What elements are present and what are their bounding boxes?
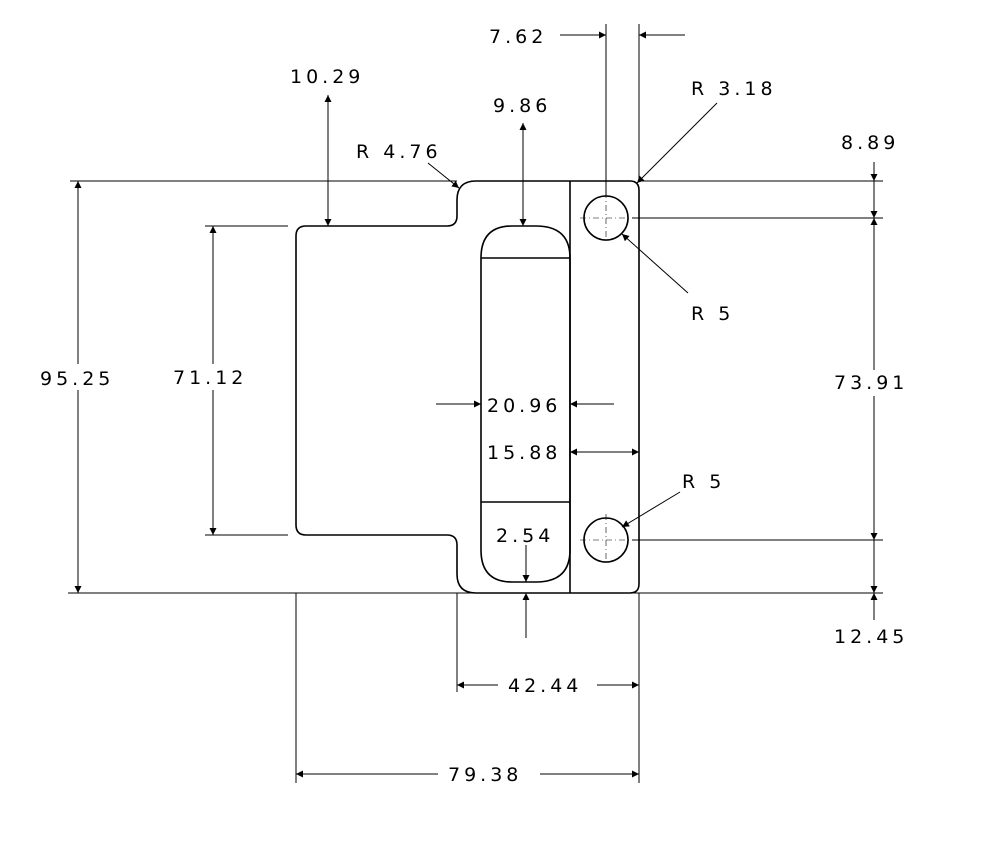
dim-79-38: 79.38 (448, 764, 522, 786)
dim-71-12: 71.12 (173, 367, 247, 389)
dim-9-86: 9.86 (493, 95, 551, 117)
part-outline (295, 180, 640, 594)
dim-12-45: 12.45 (834, 626, 908, 648)
dim-95-25: 95.25 (40, 368, 114, 390)
dimension-lines (74, 31, 878, 778)
hole-centerlines (580, 192, 632, 566)
outer-profile (295, 180, 640, 594)
dim-73-91: 73.91 (834, 372, 908, 394)
slot-outline (480, 225, 571, 583)
dimension-labels: 7.62 10.29 9.86 R 3.18 R 4.76 8.89 R 5 9… (40, 26, 914, 786)
dim-8-89: 8.89 (841, 132, 899, 154)
dim-r-4-76: R 4.76 (356, 141, 442, 163)
extension-lines (68, 24, 883, 783)
dim-2-54: 2.54 (496, 525, 554, 547)
dim-15-88: 15.88 (487, 442, 561, 464)
dim-r-5-bottom: R 5 (682, 471, 725, 493)
dim-10-29: 10.29 (290, 66, 364, 88)
dim-7-62: 7.62 (489, 26, 547, 48)
dim-20-96: 20.96 (487, 395, 561, 417)
dim-42-44: 42.44 (508, 675, 582, 697)
dim-r-3-18: R 3.18 (691, 78, 777, 100)
dim-r-5-top: R 5 (691, 303, 734, 325)
